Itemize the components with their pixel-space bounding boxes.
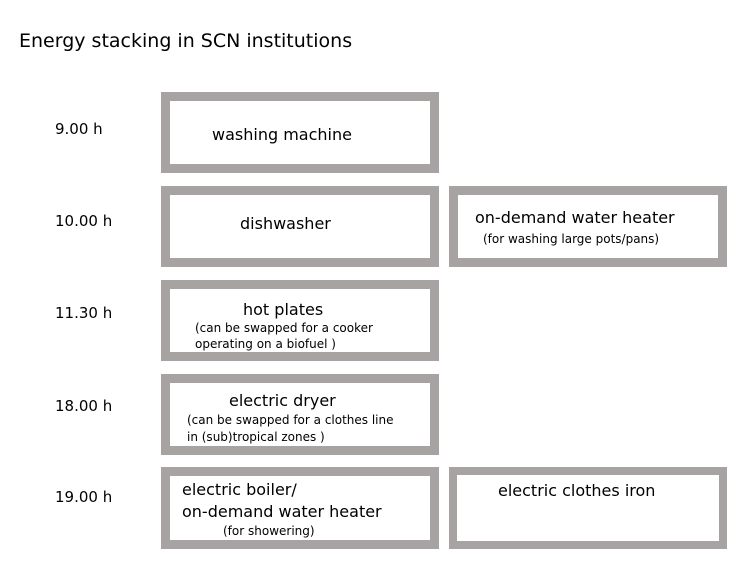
appliance-box-electric-dryer: electric dryer (can be swapped for a clo… [161,374,439,455]
appliance-label: washing machine [212,125,352,144]
time-label: 10.00 h [55,212,113,230]
appliance-label: electric boiler/ [182,480,297,499]
appliance-box-hot-plates: hot plates (can be swapped for a cooker … [161,280,439,361]
appliance-label: hot plates [243,300,324,319]
time-label: 18.00 h [55,397,113,415]
time-label: 9.00 h [55,120,103,138]
appliance-label: on-demand water heater [182,502,382,521]
appliance-box-clothes-iron: electric clothes iron [449,467,727,549]
appliance-label: electric dryer [229,391,336,410]
appliance-note: in (sub)tropical zones ) [187,430,325,444]
appliance-note: (can be swapped for a clothes line [187,413,394,427]
appliance-box-dishwasher: dishwasher [161,186,439,267]
appliance-note: (for showering) [223,524,315,538]
appliance-box-water-heater: on-demand water heater (for washing larg… [449,186,727,267]
appliance-box-washing-machine: washing machine [161,92,439,173]
time-label: 19.00 h [55,488,113,506]
appliance-note: (can be swapped for a cooker [195,321,373,335]
appliance-label: electric clothes iron [498,481,656,500]
appliance-note: (for washing large pots/pans) [483,232,660,246]
appliance-label: on-demand water heater [475,208,675,227]
appliance-note: operating on a biofuel ) [195,337,336,351]
appliance-box-electric-boiler: electric boiler/ on-demand water heater … [161,467,439,549]
appliance-label: dishwasher [240,214,331,233]
time-label: 11.30 h [55,304,113,322]
diagram-title: Energy stacking in SCN institutions [19,30,353,52]
